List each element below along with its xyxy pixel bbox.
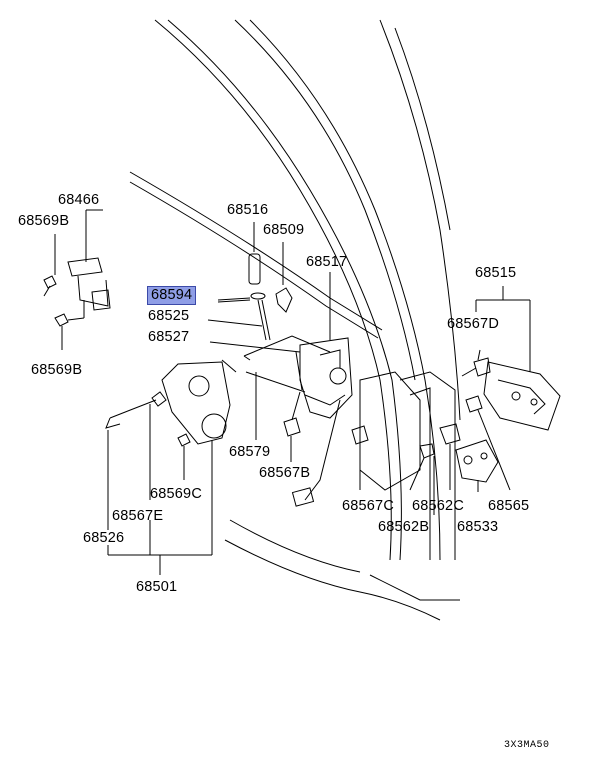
label-68567D[interactable]: 68567D [447, 316, 499, 332]
label-68567B[interactable]: 68567B [259, 465, 311, 481]
bracket-68501 [108, 430, 212, 575]
clip-68567B [284, 418, 300, 462]
lock-knob-parts [208, 222, 292, 340]
label-68515[interactable]: 68515 [475, 265, 517, 281]
label-68516[interactable]: 68516 [227, 202, 269, 218]
door-frame-outline [130, 20, 460, 620]
hinge-bracket-68466 [44, 210, 110, 350]
label-68569B-top[interactable]: 68569B [18, 213, 70, 229]
screws-68562 [410, 424, 460, 515]
diagram-code: 3X3MA50 [504, 740, 550, 751]
label-68579[interactable]: 68579 [229, 444, 271, 460]
inside-handle-68501 [106, 360, 236, 500]
label-68527[interactable]: 68527 [148, 329, 190, 345]
label-68565[interactable]: 68565 [488, 498, 530, 514]
leader-lines [218, 298, 480, 360]
cable-68567C [292, 400, 368, 506]
label-68533[interactable]: 68533 [457, 519, 499, 535]
label-68569B-bottom[interactable]: 68569B [31, 362, 83, 378]
label-68501[interactable]: 68501 [136, 579, 178, 595]
label-68517[interactable]: 68517 [306, 254, 348, 270]
label-68562C[interactable]: 68562C [412, 498, 464, 514]
label-68594-highlighted[interactable]: 68594 [147, 286, 197, 305]
label-68525[interactable]: 68525 [148, 308, 190, 324]
label-68466[interactable]: 68466 [58, 192, 100, 208]
label-68509[interactable]: 68509 [263, 222, 305, 238]
label-68526[interactable]: 68526 [83, 530, 125, 546]
label-68562B[interactable]: 68562B [378, 519, 430, 535]
striker-68533 [456, 440, 498, 492]
label-68567C[interactable]: 68567C [342, 498, 394, 514]
door-lock-68517 [296, 272, 352, 418]
rod-68527 [210, 336, 330, 360]
label-68567E[interactable]: 68567E [112, 508, 164, 524]
label-68569C[interactable]: 68569C [150, 486, 202, 502]
outside-handle-68515 [462, 286, 560, 490]
rod-68579 [246, 372, 305, 440]
